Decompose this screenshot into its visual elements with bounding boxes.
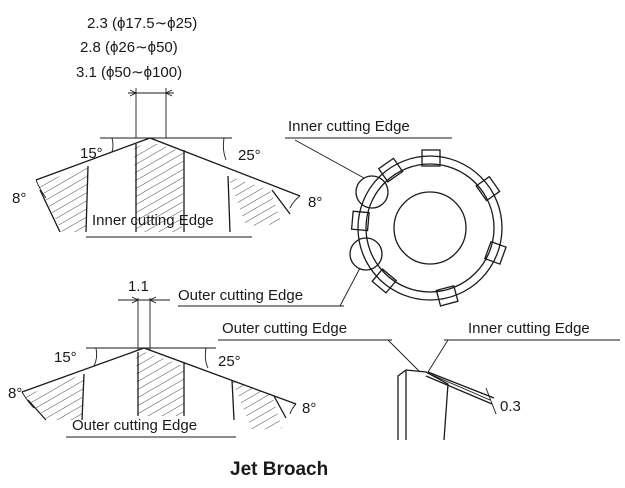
top-relief-left: 8° [12,190,26,207]
bottom-edge-label: Outer cutting Edge [72,417,197,434]
cutter-view: Inner cutting Edge Outer cutting Edge [178,118,507,307]
bottom-angle-15: 15° [54,349,77,366]
bottom-detail: 1.1 15° 25° 8° 8° Outer cutting Edge [8,278,316,438]
bottom-relief-left: 8° [8,385,22,402]
top-detail: 2.3 (ϕ17.5∼ϕ25) 2.8 (ϕ26∼ϕ50) 3.1 (ϕ50∼ϕ… [12,15,322,238]
top-angle-25: 25° [238,147,261,164]
section-dim: 0.3 [500,398,521,415]
cutter-outer-label: Outer cutting Edge [178,287,303,304]
cutter-inserts [350,149,507,307]
top-dim-line-3: 3.1 (ϕ50∼ϕ100) [76,64,182,81]
top-dim-line-1: 2.3 (ϕ17.5∼ϕ25) [87,15,197,32]
section-view: Outer cutting Edge Inner cutting Edge 0.… [218,320,620,441]
top-relief-right: 8° [308,194,322,211]
section-inner-label: Inner cutting Edge [468,320,590,337]
section-outer-label: Outer cutting Edge [222,320,347,337]
top-dim-line-2: 2.8 (ϕ26∼ϕ50) [80,39,178,56]
top-edge-label: Inner cutting Edge [92,212,214,229]
bottom-angle-25: 25° [218,353,241,370]
bottom-relief-right: 8° [302,400,316,417]
figure-title: Jet Broach [230,459,328,480]
cutter-inner-label: Inner cutting Edge [288,118,410,135]
bottom-dim: 1.1 [128,278,149,295]
